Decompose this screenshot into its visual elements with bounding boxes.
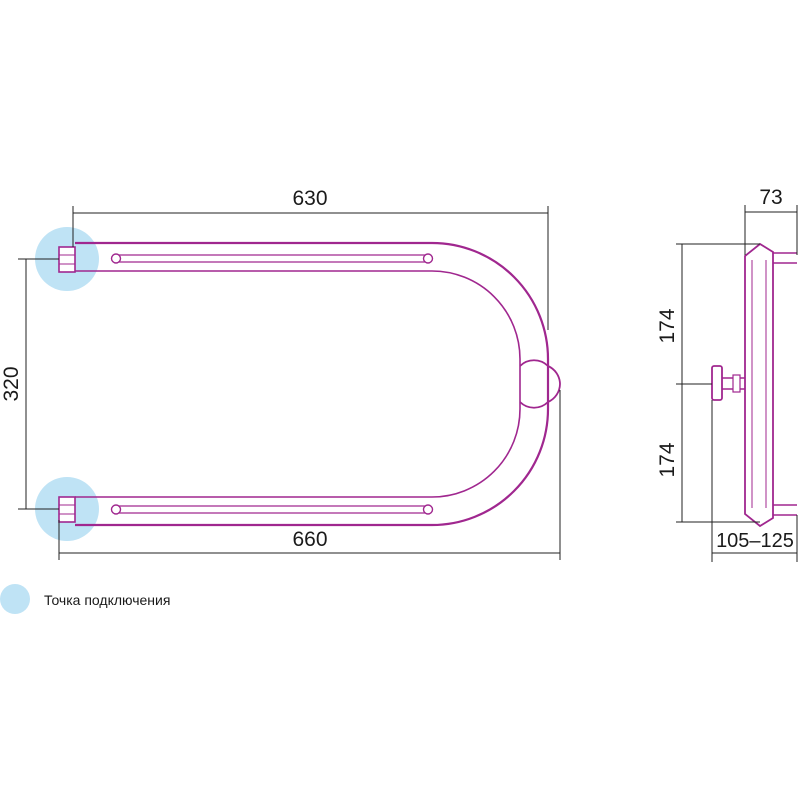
dimension-top-width: 630: [72, 187, 549, 330]
legend-swatch: [0, 584, 30, 614]
inlet-bottom: [773, 504, 797, 516]
dimension-wall-distance: 105–125: [711, 400, 798, 562]
legend-label: Точка подключения: [44, 592, 170, 608]
dim-label-side-depth: 73: [759, 186, 782, 209]
wall-bracket-side: [711, 365, 745, 401]
nut-bottom: [18, 496, 76, 523]
u-pipe: [75, 241, 550, 527]
dim-label-lower-half: 174: [656, 442, 679, 477]
legend: Точка подключения: [0, 584, 170, 614]
dimension-height: 320: [0, 259, 27, 509]
dim-label-upper-half: 174: [656, 308, 679, 343]
dim-label-wall-distance: 105–125: [716, 530, 794, 552]
dimension-side-depth: 73: [744, 186, 798, 255]
dimension-bottom-width: 660: [58, 390, 561, 560]
nut-top: [18, 246, 76, 273]
dim-label-height: 320: [0, 366, 23, 401]
front-view: 630 320 660: [0, 187, 561, 560]
dimension-side-heights: 174 174: [656, 243, 760, 523]
dim-label-bottom-width: 660: [292, 528, 327, 551]
side-view: 73 174 174 105–125: [656, 186, 798, 562]
side-pipe: [744, 242, 774, 528]
wall-mount-front: [519, 359, 561, 409]
slot-top: [110, 253, 434, 264]
inlet-top: [773, 252, 797, 264]
slot-bottom: [110, 504, 434, 515]
dim-label-top-width: 630: [292, 187, 327, 210]
